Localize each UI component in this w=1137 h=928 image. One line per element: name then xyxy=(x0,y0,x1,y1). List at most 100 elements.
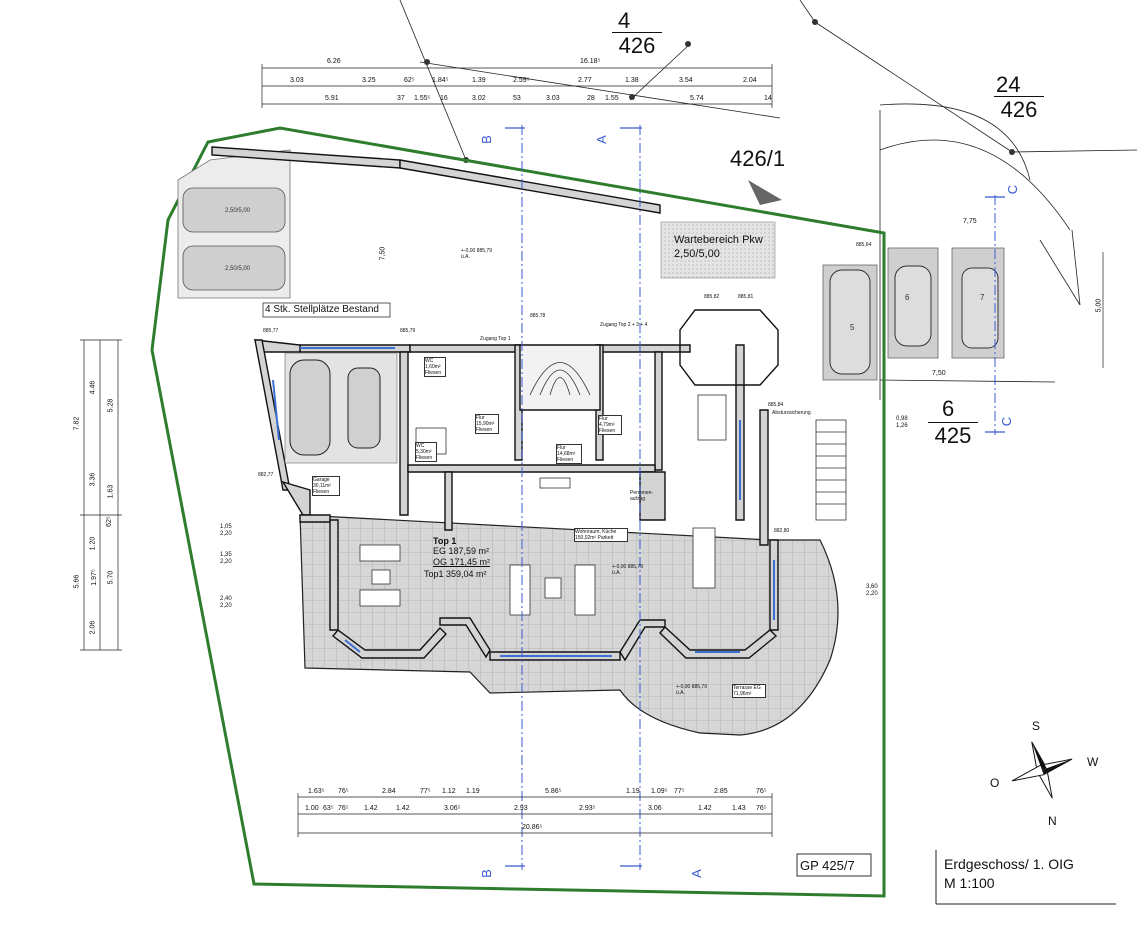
top1-title: Top 1 xyxy=(433,536,457,546)
site-lines xyxy=(399,0,1137,400)
property-boundary xyxy=(150,126,886,898)
section-b-bottom: B xyxy=(478,869,494,878)
compass-n: N xyxy=(1048,814,1057,828)
side-0-98: 0,98 xyxy=(896,416,908,422)
pt-885-79: 885,79 xyxy=(400,328,416,334)
zugang-top1: Zugang Top 1 xyxy=(480,336,511,342)
level-north: +-0,00 885,79 ü.A. xyxy=(461,248,492,260)
dim-top3-0: 5.91 xyxy=(325,95,339,102)
parcel-4-den: 426 xyxy=(612,32,662,59)
wartebereich-label: Wartebereich Pkw xyxy=(674,234,763,246)
dim-bot1-3: 77⁵ xyxy=(420,788,431,795)
level-main: +-0,00 885,79 ü.A. xyxy=(612,564,643,576)
dim-bot2-7: 2.93⁵ xyxy=(579,805,596,812)
room-flur3: Flur 4,79m² Fliesen xyxy=(598,415,622,435)
svg-text:7: 7 xyxy=(980,293,985,302)
dim-bot2-9: 1.42 xyxy=(698,805,712,812)
dim-bot2-2: 76⁵ xyxy=(338,805,349,812)
room-wc1: WC 1,60m² Fliesen xyxy=(424,357,446,377)
section-a-bottom: A xyxy=(688,869,704,878)
dim-top2-7: 1.38 xyxy=(625,77,639,84)
dim-top3-1: 37 xyxy=(397,95,405,102)
dim-top3-9: 5.74 xyxy=(690,95,704,102)
title-line2: M 1:100 xyxy=(944,875,995,891)
compass-w: W xyxy=(1087,755,1099,769)
dim-left2-3: 1.97⁵ xyxy=(90,569,98,586)
zugang-top2: Zugang Top 2 + 3 + 4 xyxy=(600,322,648,328)
windows xyxy=(272,347,775,657)
room-flur2: Flur 14,68m² Fliesen xyxy=(556,444,582,464)
dim-bot2-0: 1.00 xyxy=(305,805,319,812)
svg-text:2,50/5,00: 2,50/5,00 xyxy=(225,266,251,272)
dim-left2-4: 2.06 xyxy=(89,620,97,635)
pt-885-82: 885,82 xyxy=(704,294,720,300)
dim-top2-3: 1.84⁵ xyxy=(432,77,449,84)
furniture xyxy=(359,394,727,616)
side-2-40: 2,40 xyxy=(220,596,232,602)
parking-existing: 2,50/5,00 2,50/5,00 xyxy=(177,149,291,299)
pt-885-84: 885,84 xyxy=(768,402,784,408)
section-lines xyxy=(521,125,996,870)
gp-box xyxy=(796,853,872,877)
parcel-24-num: 24 xyxy=(996,72,1021,97)
dim-top3-6: 3.03 xyxy=(546,95,560,102)
survey-points xyxy=(424,19,1015,163)
building-walls xyxy=(211,146,779,662)
dim-top3-4: 3.02 xyxy=(472,95,486,102)
side-1-26: 1,26 xyxy=(896,423,908,429)
dim-top2-4: 1.39 xyxy=(472,77,486,84)
parcel-4-num: 4 xyxy=(618,8,631,33)
side-1-05: 1,05 xyxy=(220,524,232,530)
dim-left2-1: 3.36 xyxy=(89,472,97,487)
dim-top2-5: 2.59⁵ xyxy=(513,77,530,84)
dim-bot2-6: 2.93 xyxy=(514,805,528,812)
dim-left3-3: 5.70 xyxy=(107,570,115,585)
dim-top3-3: 16 xyxy=(440,95,448,102)
room-terrasse: Terrasse EG 71,96m² xyxy=(732,684,766,698)
waiting-area xyxy=(660,221,776,279)
pt-882-77: 882,77 xyxy=(258,472,274,478)
dim-bot2-1: 63⁵ xyxy=(323,805,334,812)
title-block xyxy=(936,850,1116,904)
pt-885-77: 885,77 xyxy=(263,328,279,334)
dim-lines-bottom xyxy=(297,793,773,837)
pt-885-64: 885,64 xyxy=(856,242,872,248)
dim-top3-8: 1.55 xyxy=(605,95,619,102)
gp-label: GP 425/7 xyxy=(800,858,855,873)
top1-eg: EG 187,59 m² xyxy=(433,546,490,556)
side-3-60: 3,60 xyxy=(866,584,878,590)
room-aufzug: Personen-aufzug xyxy=(630,490,654,502)
svg-text:5: 5 xyxy=(850,323,855,332)
dim-bot1-11: 76⁵ xyxy=(756,788,767,795)
dim-bot1-4: 1.12 xyxy=(442,788,456,795)
dim-top2-8: 3.54 xyxy=(679,77,693,84)
pt-885-81: 885,81 xyxy=(738,294,754,300)
dim-top-total-right: 16.18⁵ xyxy=(580,58,601,65)
wartebereich-size: 2,50/5,00 xyxy=(674,248,720,260)
svg-text:2,50/5,00: 2,50/5,00 xyxy=(225,208,251,214)
dim-bot1-1: 76⁵ xyxy=(338,788,349,795)
parcel-6-den: 425 xyxy=(928,422,978,449)
dim-bot2-10: 1.43 xyxy=(732,805,746,812)
absturz-label: Absturzsicherung xyxy=(772,410,811,416)
section-a-top: A xyxy=(593,135,609,144)
top1-og: OG 171,45 m² xyxy=(433,557,491,567)
dim-bot2-11: 76⁵ xyxy=(756,805,767,812)
dim-7-50: 7,50 xyxy=(379,246,387,261)
dim-bot1-10: 2.85 xyxy=(714,788,728,795)
stairs xyxy=(529,362,847,521)
dim-top3-7: 28 xyxy=(587,95,595,102)
dim-top2-2: 62⁵ xyxy=(404,77,415,84)
dim-top-total-left: 6.26 xyxy=(327,58,341,65)
side-2-20b: 2,20 xyxy=(220,559,232,565)
stellplaetze-box xyxy=(262,302,391,318)
dim-bot1-9: 77⁵ xyxy=(674,788,685,795)
room-flur1: Flur 15,90m² Fliesen xyxy=(475,414,499,434)
garage-cars xyxy=(284,352,398,464)
dim-top3-5: 53 xyxy=(513,95,521,102)
parcel-6-num: 6 xyxy=(942,396,955,421)
dim-bot2-5: 3.06⁵ xyxy=(444,805,461,812)
dim-top2-6: 2.77 xyxy=(578,77,592,84)
svg-text:6: 6 xyxy=(905,293,910,302)
compass-s: S xyxy=(1032,719,1041,733)
